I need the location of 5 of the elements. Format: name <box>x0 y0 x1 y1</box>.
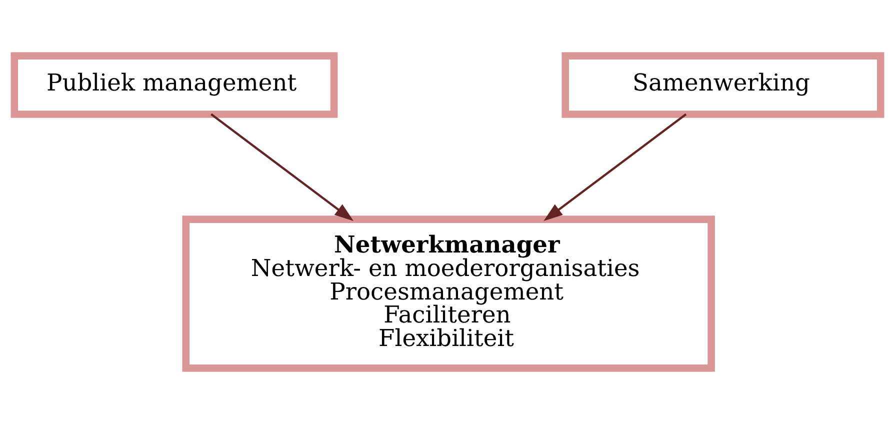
node-box: Publiek management <box>10 52 338 118</box>
node-box: Netwerkmanager Netwerk- en moederorganisaties Procesmanagement Faciliteren Flexibiliteit <box>182 215 715 372</box>
arrow <box>210 112 354 220</box>
arrow <box>544 112 687 220</box>
node-box: Samenwerking <box>562 52 884 118</box>
